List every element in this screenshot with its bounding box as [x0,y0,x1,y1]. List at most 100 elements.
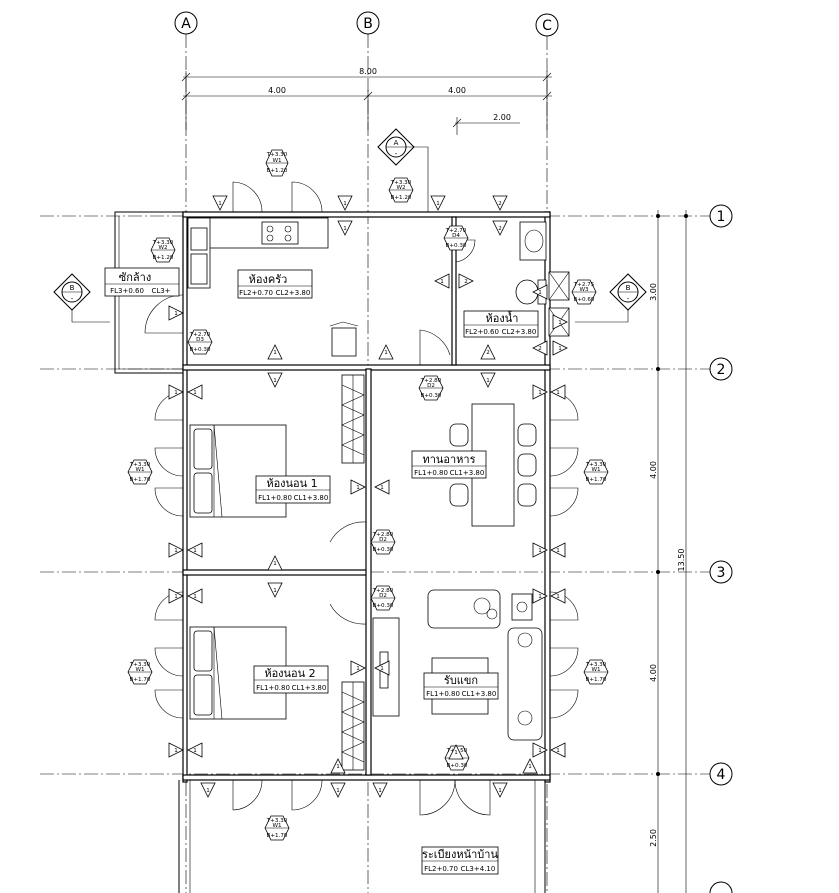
elevation-marker: 1 [374,479,390,495]
elevation-marker-triangle [168,742,184,758]
top-dimensions: 8.00 4.00 4.00 2.00 [181,67,552,135]
elevation-marker-triangle [212,195,228,211]
tag-w2-code: W2 [396,185,405,191]
opening-tag-d2-a: T+2.80 D2 B+0.30 [370,529,396,555]
elevation-marker-triangle [430,195,446,211]
elevation-marker-number: 2 [486,350,490,356]
room-cl-bathroom: CL2+3.80 [502,328,537,336]
elevation-marker-triangle [532,588,548,604]
tag-d2a-height: T+2.80 [372,532,394,538]
elevation-marker: 1 [492,782,508,798]
elevation-marker: 1 [552,314,568,330]
elevation-marker: 1 [550,588,566,604]
elevation-marker-triangle [378,344,394,360]
room-name-bathroom: ห้องน้ำ [486,310,519,325]
elevation-marker: 1 [337,220,353,236]
room-label-living: รับแขก FL1+0.80 CL1+3.80 [423,672,499,700]
opening-tag-d3: T+2.70 D3 B+0.30 [187,329,213,355]
section-marker-b-right: B - [575,273,647,323]
elevation-marker-number: 1 [538,594,542,600]
elevation-marker-triangle [187,384,203,400]
elevation-marker-triangle [480,344,496,360]
elevation-marker-number: 1 [273,378,277,384]
elevation-marker-number: 1 [193,594,197,600]
tag-d3-height: T+2.70 [189,332,211,338]
elevation-marker: 1 [350,479,366,495]
elevation-marker: 1 [448,744,464,760]
elevation-marker-number: 2 [538,346,542,352]
opening-tag-w2: T+3.30 W2 B+1.20 [388,177,414,203]
elevation-marker-number: 1 [556,548,560,554]
room-cl-living: CL1+3.80 [462,690,497,698]
elevation-marker-number: 1 [193,390,197,396]
elevation-marker-number: 2 [498,226,502,232]
elevation-marker-number: 1 [380,666,384,672]
tag-w3-code: W3 [579,287,589,293]
elevation-marker: 2 [532,340,548,356]
tag-d2a-code: D2 [379,537,387,543]
elevation-marker-number: 1 [558,346,562,352]
tag-wr2-sill: B+1.70 [586,677,607,683]
elevation-marker-triangle [187,588,203,604]
dim-row-1-2: 3.00 [649,283,658,301]
room-cl-dining: CL1+3.80 [450,469,485,477]
elevation-marker: 1 [372,782,388,798]
elevation-marker-triangle [550,588,566,604]
tag-d2b-sill: B+0.30 [373,603,394,609]
elevation-marker: 1 [522,758,538,774]
elevation-marker-triangle [350,479,366,495]
grid-label-row-1: 1 [717,209,726,225]
opening-tag-d4: T+2.70 D4 B+0.30 [443,225,469,251]
room-name-laundry: ซักล้าง [119,271,151,284]
elevation-marker: 1 [200,782,216,798]
room-label-bedroom2: ห้องนอน 2 FL1+0.80 CL1+3.80 [253,665,329,694]
room-fl-terrace: FL2+0.70 [424,865,458,873]
dim-offset: 2.00 [493,113,511,122]
elevation-marker-number: 1 [193,548,197,554]
elevation-marker-triangle [350,660,366,676]
elevation-marker: 1 [267,555,283,571]
elevation-marker: 1 [434,273,450,289]
tag-w3-height: T+2.75 [573,282,595,288]
tag-dd-height: T+2.80 [420,378,442,384]
section-b-left-label: B [70,284,75,292]
tag-d2a-sill: B+0.30 [373,547,394,553]
right-dimensions: 3.00 4.00 4.00 2.50 13.50 [649,210,688,893]
elevation-marker-triangle [532,542,548,558]
dim-bay-a-b: 4.00 [268,86,286,95]
room-fl-bedroom2: FL1+0.80 [256,684,290,692]
elevation-marker: 1 [168,588,184,604]
elevation-marker: 2 [492,195,508,211]
elevation-marker-triangle [550,384,566,400]
tag-d2b-code: D2 [379,593,387,599]
elevation-marker-triangle [552,340,568,356]
elevation-marker-number: 1 [556,748,560,754]
tag-wr2-height: T+3.30 [585,662,607,668]
elevation-marker-triangle [374,479,390,495]
elevation-marker: 1 [552,340,568,356]
elevation-marker-triangle [168,305,184,321]
door-swings [144,181,579,816]
elevation-marker-number: 1 [436,201,440,207]
room-label-kitchen: ห้องครัว FL2+0.70 CL2+3.80 [237,269,313,299]
grid-label-col-a: A [181,16,191,32]
bathroom-fixtures [515,221,570,337]
elevation-marker-triangle [187,742,203,758]
room-label-bathroom: ห้องน้ำ FL2+0.60 CL2+3.80 [463,310,539,338]
section-b-right-dash: - [627,295,630,303]
bed-2 [189,626,287,720]
elevation-marker-triangle [267,582,283,598]
elevation-marker: 1 [550,542,566,558]
elevation-marker-number: 2 [464,279,468,285]
grid-column-bubbles: A B C [174,11,559,37]
elevation-marker: 1 [168,542,184,558]
tag-wl2-height: T+3.30 [129,662,151,668]
tag-d3-code: D3 [196,337,204,343]
grid-label-col-b: B [363,16,373,32]
elevation-marker-triangle [532,340,548,356]
elevation-marker: 1 [374,660,390,676]
dim-row-3-4: 4.00 [649,664,658,682]
dim-bay-b-c: 4.00 [448,86,466,95]
dim-overall-depth: 13.50 [677,549,686,572]
elevation-marker-number: 2 [498,201,502,207]
